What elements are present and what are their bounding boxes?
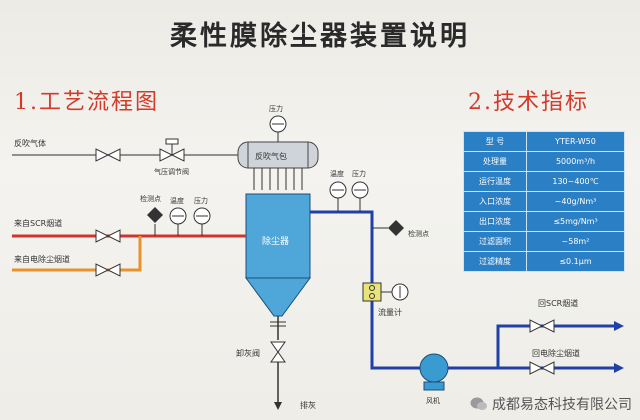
reverse-gas-valve [95, 148, 121, 162]
ash-discharge-valve [270, 316, 286, 410]
inlet-detection-point-icon [147, 207, 163, 236]
return-scr-label: 回SCR烟道 [538, 298, 578, 308]
dust-collector-vessel [245, 193, 311, 317]
flowmeter-icon [362, 282, 409, 302]
scr-inlet-valve [95, 229, 121, 243]
spec-value: ≤5mg/Nm³ [526, 211, 625, 232]
spec-key: 过滤精度 [463, 251, 527, 272]
scr-inlet-label: 来自SCR烟道 [14, 218, 62, 228]
esp-inlet-pipe [12, 236, 142, 272]
esp-inlet-valve [95, 263, 121, 277]
return-scr-valve [529, 319, 555, 333]
company-name: 成都易态科技有限公司 [492, 397, 632, 413]
spec-value: 130~400℃ [526, 171, 625, 192]
spec-row: 过滤精度≤0.1μm [463, 251, 625, 272]
air-bag-label: 反吹气包 [255, 151, 287, 161]
outlet-detection-point-icon [372, 220, 404, 236]
pulse-nozzles [253, 168, 303, 190]
spec-key: 处理量 [463, 151, 527, 172]
pressure-valve-label: 气压调节阀 [154, 167, 189, 176]
spec-row: 过滤面积~58m² [463, 231, 625, 252]
spec-value: ~40g/Nm³ [526, 191, 625, 212]
spec-key: 出口浓度 [463, 211, 527, 232]
spec-value: YTER-W50 [526, 131, 625, 152]
outlet-detect-label: 检测点 [408, 229, 429, 238]
return-scr-pipe [496, 324, 620, 368]
wechat-icon [470, 397, 487, 410]
spec-key: 过滤面积 [463, 231, 527, 252]
return-esp-label: 回电除尘烟道 [532, 348, 580, 358]
spec-value: ~58m² [526, 231, 625, 252]
reverse-gas-label: 反吹气体 [14, 138, 46, 148]
flowmeter-label: 流量计 [378, 307, 402, 317]
inlet-temp-label: 温度 [170, 196, 184, 205]
spec-value: ≤0.1μm [526, 251, 625, 272]
inlet-detect-label: 检测点 [140, 194, 161, 203]
return-esp-arrow-icon [614, 363, 624, 373]
company-footer: 成都易态科技有限公司 [470, 394, 632, 414]
pressure-regulating-valve [159, 138, 185, 162]
spec-key: 运行温度 [463, 171, 527, 192]
page-title: 柔性膜除尘器装置说明 [170, 21, 470, 52]
outlet-temp-label: 温度 [330, 169, 344, 178]
spec-key: 入口浓度 [463, 191, 527, 212]
ash-valve-label: 卸灰阀 [236, 348, 260, 358]
fan-label: 风机 [426, 396, 440, 405]
esp-inlet-label: 来自电除尘烟道 [14, 254, 70, 264]
section-heading-specs: 2.技术指标 [468, 90, 589, 115]
fan-icon [419, 353, 449, 383]
spec-row: 出口浓度≤5mg/Nm³ [463, 211, 625, 232]
ash-out-label: 排灰 [300, 400, 316, 410]
outlet-pressure-label: 压力 [352, 169, 366, 178]
inlet-pressure-label: 压力 [194, 196, 208, 205]
return-scr-arrow-icon [614, 321, 624, 331]
section-heading-process: 1.工艺流程图 [14, 90, 159, 115]
return-esp-valve [529, 361, 555, 375]
collector-label: 除尘器 [262, 235, 289, 247]
top-pressure-label: 压力 [269, 104, 283, 113]
spec-row: 入口浓度~40g/Nm³ [463, 191, 625, 212]
spec-key: 型 号 [463, 131, 527, 152]
spec-value: 5000m³/h [526, 151, 625, 172]
